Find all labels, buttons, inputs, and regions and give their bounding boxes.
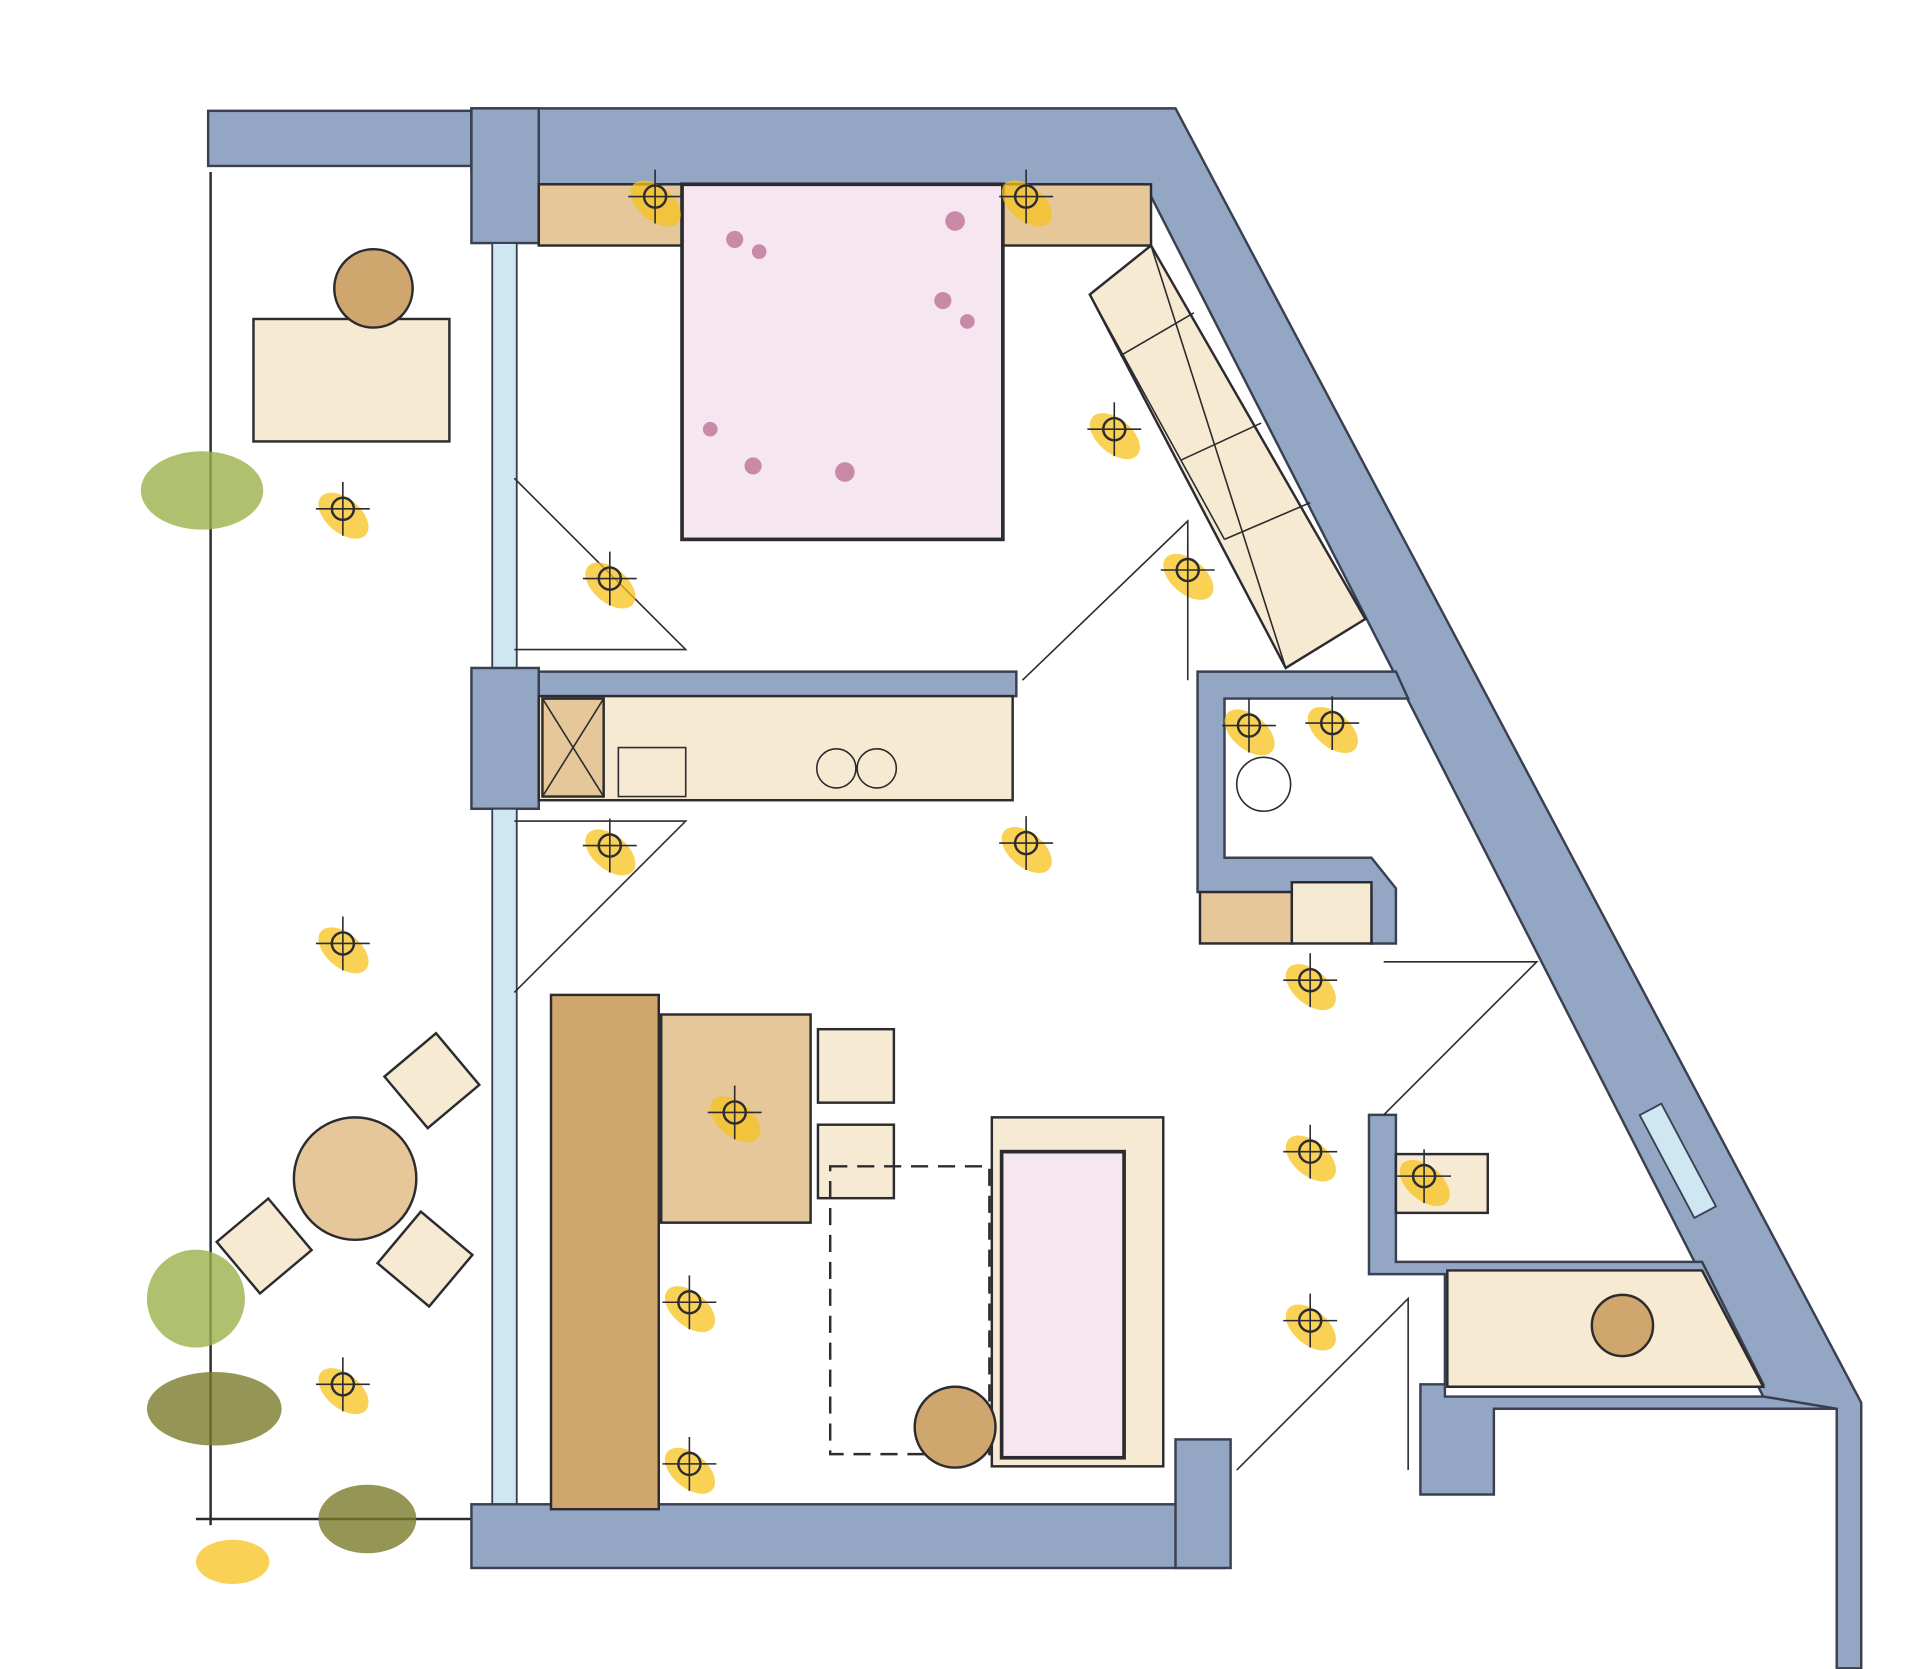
wall-pillar: [470, 666, 540, 811]
dining-chair: [816, 1027, 896, 1104]
walls: [470, 107, 1863, 1669]
toilet: [1235, 756, 1292, 813]
ceiling-light-icon: [1305, 696, 1360, 753]
corner-pillar: [470, 107, 540, 245]
ceiling-light-icon: [628, 169, 683, 227]
ceiling-light-icon: [1283, 1293, 1338, 1351]
ceiling-lights: [315, 169, 1452, 1494]
wardrobe-doors: [1089, 245, 1311, 669]
kitchen: [513, 694, 1014, 994]
ceiling-light-icon: [582, 818, 637, 876]
bottom-wall-return: [1174, 1438, 1232, 1570]
ceiling-light-icon: [1283, 953, 1338, 1011]
ceiling-light-icon: [1160, 543, 1215, 600]
ceiling-light-icon: [999, 169, 1054, 227]
coffee-table: [913, 1385, 997, 1469]
door-swing-icon: [513, 477, 688, 651]
ceiling-light-icon: [315, 481, 370, 539]
sink: [617, 746, 687, 798]
chair: [375, 1209, 475, 1309]
window-living: [491, 807, 518, 1508]
vanity: [1198, 890, 1294, 945]
ceiling-light-icon: [315, 916, 370, 974]
chair: [214, 1196, 314, 1296]
ceiling-light-icon: [999, 816, 1054, 873]
door-swing-icon: [1236, 1296, 1409, 1471]
window-bedroom: [491, 242, 518, 673]
round-table: [292, 1116, 418, 1242]
sofa-cushion: [999, 1149, 1126, 1460]
ceiling-light-icon: [1397, 1149, 1452, 1207]
ceiling-light-icon: [1222, 698, 1276, 756]
shower-drain: [1590, 1293, 1655, 1358]
cooktop-burner: [856, 747, 898, 789]
bedroom-kitchen-partition: [537, 670, 1018, 698]
cooktop-burner: [815, 747, 857, 789]
ceiling-light-icon: [1283, 1124, 1338, 1182]
ceiling-light-icon: [315, 1357, 370, 1415]
ceiling-light-icon: [1087, 402, 1142, 460]
ceiling-light-icon: [707, 1085, 762, 1143]
plant-icon: [140, 451, 417, 1584]
ceiling-light-icon: [582, 551, 637, 609]
door-swing-icon: [1383, 961, 1539, 1116]
lounge-chair: [252, 317, 451, 443]
ceiling-light-icon: [662, 1275, 717, 1333]
ceiling-light-icon: [662, 1436, 717, 1494]
chair: [382, 1031, 482, 1130]
rug: [828, 1165, 991, 1456]
cabinet-cross: [541, 698, 605, 797]
wardrobe: [1088, 243, 1367, 670]
bottom-wall: [470, 1503, 1226, 1570]
terrace: [140, 109, 482, 1584]
bed-pattern: [702, 211, 975, 482]
sideboard: [549, 993, 660, 1511]
door-swing-icon: [1021, 519, 1189, 681]
kitchen-counter: [537, 694, 1014, 802]
door-swing-icon: [513, 820, 688, 994]
terrace-top-wall: [206, 109, 473, 168]
window-diagonal: [1638, 1102, 1718, 1220]
washing-machine: [1290, 881, 1373, 945]
side-table: [333, 247, 414, 329]
